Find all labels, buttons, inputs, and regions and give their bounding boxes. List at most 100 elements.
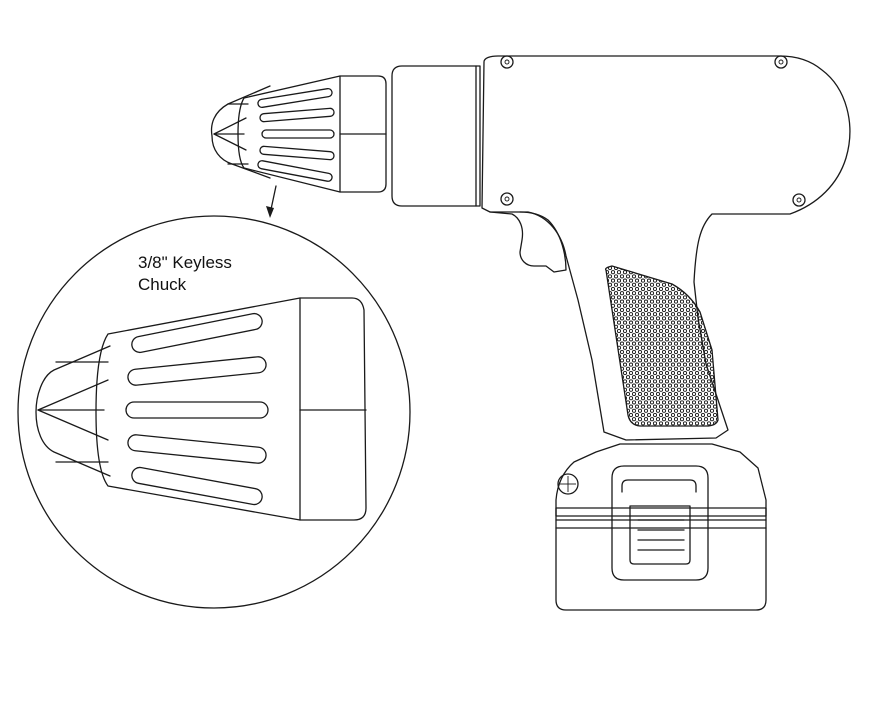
grip-texture-dot — [635, 413, 638, 416]
grip-texture-dot — [710, 418, 713, 421]
grip-texture-dot — [662, 300, 665, 303]
grip-texture-dot — [671, 338, 674, 341]
grip-texture-dot — [656, 266, 659, 269]
grip-texture-dot — [671, 363, 674, 366]
grip-texture-dot — [710, 300, 713, 303]
grip-texture-dot — [632, 266, 635, 269]
grip-texture-dot — [650, 300, 653, 303]
grip-texture-dot — [641, 329, 644, 332]
grip-texture-dot — [662, 308, 665, 311]
grip-texture-dot — [629, 413, 632, 416]
grip-texture-dot — [713, 346, 716, 349]
grip-texture-dot — [719, 371, 722, 374]
grip-texture-dot — [659, 363, 662, 366]
chuck-detail-slot — [127, 356, 267, 386]
grip-texture-dot — [620, 292, 623, 295]
grip-texture-dot — [698, 266, 701, 269]
grip-texture-dot — [650, 418, 653, 421]
grip-texture-dot — [692, 317, 695, 320]
grip-texture-dot — [638, 392, 641, 395]
grip-texture-dot — [656, 308, 659, 311]
grip-texture-dot — [653, 355, 656, 358]
grip-texture-dot — [698, 376, 701, 379]
grip-texture-dot — [719, 363, 722, 366]
grip-texture-dot — [623, 380, 626, 383]
grip-texture-dot — [626, 283, 629, 286]
grip-texture-dot — [677, 422, 680, 425]
grip-texture-dot — [623, 279, 626, 282]
grip-texture-dot — [632, 409, 635, 412]
grip-texture-dot — [692, 376, 695, 379]
grip-texture-dot — [683, 405, 686, 408]
grip-texture-dot — [632, 300, 635, 303]
grip-texture-dot — [644, 367, 647, 370]
grip-texture-dot — [635, 388, 638, 391]
grip-texture-dot — [656, 350, 659, 353]
grip-texture-dot — [614, 367, 617, 370]
grip-texture-dot — [650, 325, 653, 328]
grip-texture-dot — [629, 287, 632, 290]
grip-texture-dot — [608, 342, 611, 345]
grip-texture-dot — [656, 317, 659, 320]
grip-texture-dot — [608, 325, 611, 328]
drill-body — [482, 56, 850, 440]
grip-texture-dot — [671, 413, 674, 416]
grip-texture-dot — [683, 304, 686, 307]
grip-texture-dot — [686, 367, 689, 370]
grip-texture-dot — [677, 271, 680, 274]
grip-texture-dot — [665, 313, 668, 316]
grip-texture-dot — [713, 296, 716, 299]
grip-texture-dot — [659, 346, 662, 349]
battery-collar — [556, 444, 766, 516]
grip-texture-dot — [641, 388, 644, 391]
grip-texture-dot — [632, 325, 635, 328]
grip-texture-dot — [614, 350, 617, 353]
grip-texture-dot — [683, 380, 686, 383]
grip-texture-dot — [605, 271, 608, 274]
grip-texture-dot — [653, 313, 656, 316]
grip-texture-dot — [677, 363, 680, 366]
grip-texture-dot — [689, 338, 692, 341]
screw-3 — [501, 193, 513, 205]
grip-texture-dot — [608, 359, 611, 362]
chuck-slot — [257, 88, 332, 108]
grip-texture-dot — [695, 287, 698, 290]
grip-texture-dot — [611, 346, 614, 349]
grip-texture-dot — [680, 367, 683, 370]
grip-texture-dot — [635, 296, 638, 299]
grip-texture-dot — [638, 325, 641, 328]
grip-texture-dot — [635, 304, 638, 307]
grip-texture-dot — [677, 338, 680, 341]
grip-texture-dot — [695, 271, 698, 274]
grip-texture-dot — [611, 329, 614, 332]
grip-texture-dot — [617, 413, 620, 416]
grip-texture-dot — [647, 321, 650, 324]
grip-texture-dot — [716, 266, 719, 269]
grip-texture-dot — [665, 388, 668, 391]
grip-texture-dot — [719, 287, 722, 290]
grip-texture-dot — [674, 266, 677, 269]
grip-texture-dot — [707, 321, 710, 324]
grip-texture-dot — [650, 283, 653, 286]
grip-texture-dot — [677, 388, 680, 391]
grip-texture-dot — [644, 283, 647, 286]
grip-texture-dot — [632, 308, 635, 311]
chuck-slot — [257, 160, 332, 182]
grip-texture-dot — [641, 321, 644, 324]
grip-texture-dot — [632, 367, 635, 370]
grip-texture-dot — [704, 409, 707, 412]
battery-screw — [558, 474, 578, 494]
grip-texture-dot — [686, 376, 689, 379]
grip-texture-dot — [716, 426, 719, 429]
grip-texture-dot — [698, 418, 701, 421]
grip-texture-dot — [656, 409, 659, 412]
screw-1 — [501, 56, 513, 68]
grip-texture-dot — [677, 430, 680, 433]
grip-texture-dot — [692, 367, 695, 370]
grip-texture-dot — [653, 413, 656, 416]
grip-texture-dot — [710, 334, 713, 337]
grip-texture-dot — [617, 388, 620, 391]
grip-texture-dot — [662, 266, 665, 269]
grip-texture-dot — [707, 271, 710, 274]
grip-texture-dot — [602, 392, 605, 395]
